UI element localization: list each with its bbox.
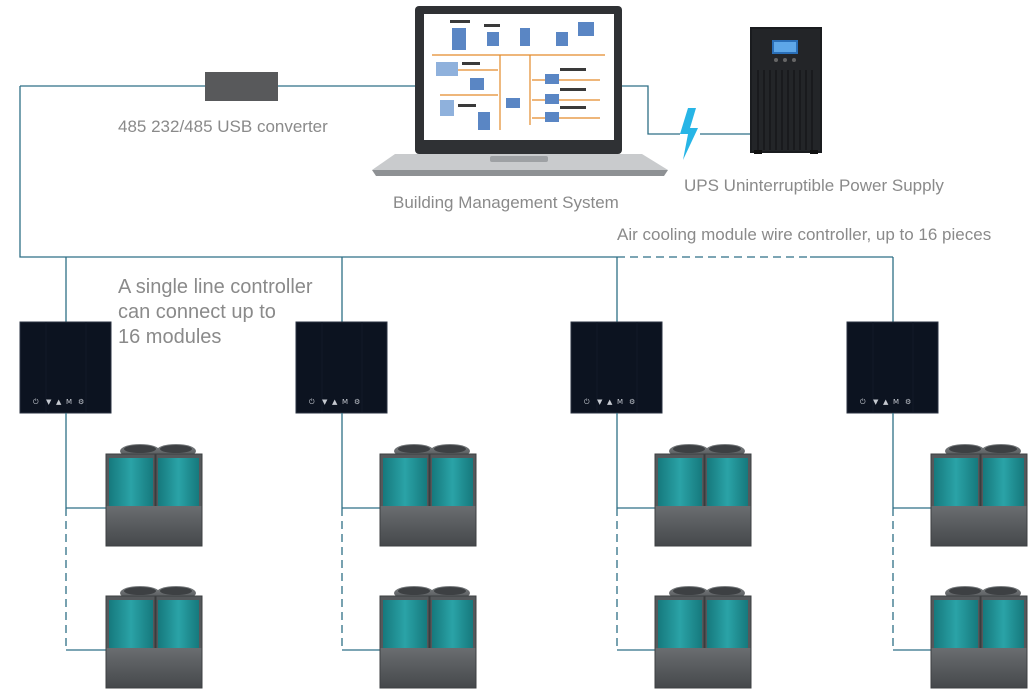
ups-link-line [622,85,680,135]
svg-text:M: M [617,398,623,406]
controller-buttons: ⏻ [584,398,590,406]
controller-buttons: ⏻ [860,398,866,406]
svg-text:⚙: ⚙ [629,398,635,406]
svg-text:M: M [893,398,899,406]
wire-controller [846,321,939,414]
wire-controller-label: Air cooling module wire controller, up t… [617,225,992,244]
bms-laptop [372,6,668,176]
svg-text:▼: ▼ [597,398,603,406]
svg-text:M: M [66,398,72,406]
controller-column-2: ⏻ ▼ ▲ M ⚙ [295,321,388,414]
single-line-note-line-1: A single line controller [118,276,313,298]
svg-text:▲: ▲ [56,398,62,406]
cooling-module [379,443,477,547]
controller-column-4: ⏻ ▼ ▲ M ⚙ [846,321,939,414]
laptop-screen-diagram [432,54,605,130]
svg-text:⚙: ⚙ [905,398,911,406]
ups-label: UPS Uninterruptible Power Supply [684,176,944,195]
ups-unit [750,27,822,154]
controller-column-3: ⏻ ▼ ▲ M ⚙ [570,321,663,414]
controller-buttons: ⏻ [33,398,39,406]
svg-text:▲: ▲ [332,398,338,406]
cooling-module [654,585,752,689]
single-line-note-line-2: can connect up to [118,301,276,323]
cooling-module [379,585,477,689]
svg-text:⚙: ⚙ [354,398,360,406]
wire-controller [19,321,112,414]
wire-controller [295,321,388,414]
cooling-module [930,585,1028,689]
bus-lines [19,85,894,322]
module-branch-lines [65,413,931,651]
single-line-note-line-3: 16 modules [118,326,222,348]
bms-label: Building Management System [393,193,619,212]
converter-label: 485 232/485 USB converter [118,117,328,136]
svg-text:▼: ▼ [873,398,879,406]
lightning-bolt-icon [680,108,698,160]
cooling-module [105,585,203,689]
controller-column-1: ⏻ ▼ ▲ M ⚙ [19,321,112,414]
cooling-module [105,443,203,547]
controller-buttons: ⏻ [309,398,315,406]
cooling-module [654,443,752,547]
wire-controller [570,321,663,414]
svg-text:▲: ▲ [883,398,889,406]
svg-text:⚙: ⚙ [78,398,84,406]
single-line-note: A single line controller can connect up … [118,275,348,350]
svg-text:▼: ▼ [46,398,52,406]
usb-converter [205,72,278,101]
svg-text:▲: ▲ [607,398,613,406]
cooling-module [930,443,1028,547]
svg-text:M: M [342,398,348,406]
main-bus-line [19,86,617,258]
svg-text:▼: ▼ [322,398,328,406]
